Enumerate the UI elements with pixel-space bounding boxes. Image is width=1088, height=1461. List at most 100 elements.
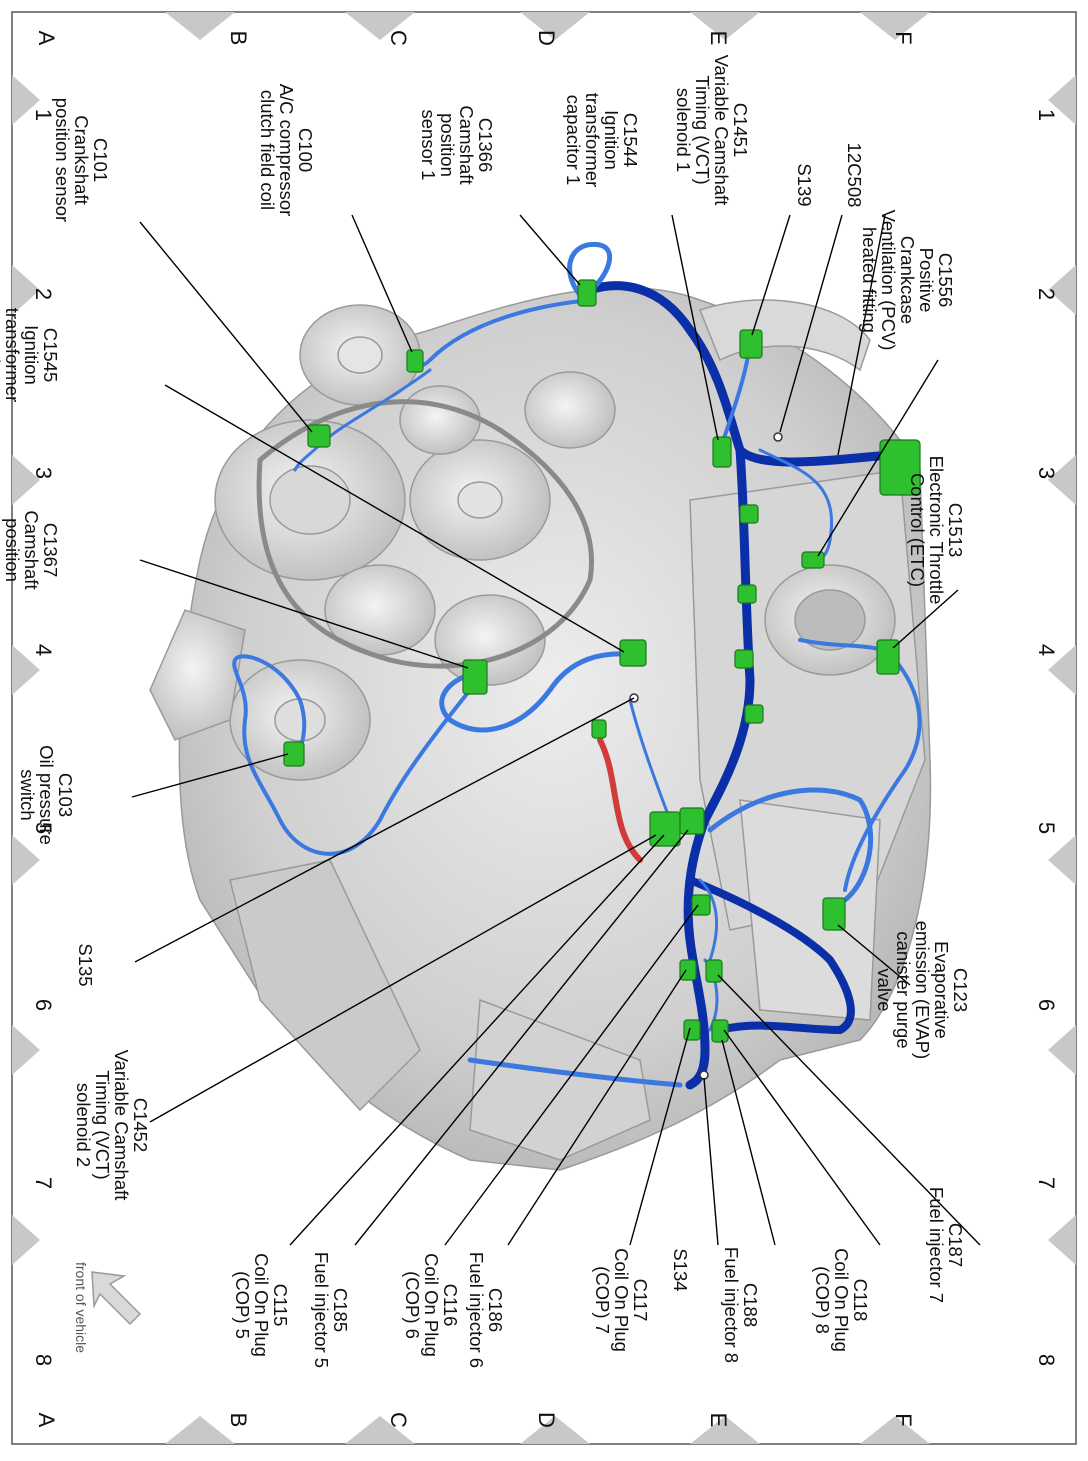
connector-c1545 (619, 639, 647, 667)
connector-c116 (691, 894, 711, 916)
label-c1366-id: C1366 (475, 117, 496, 173)
grid-col-3-top: 3 (1034, 466, 1059, 480)
connector-c187 (705, 959, 723, 983)
leader-c123 (837, 924, 911, 986)
connector-c100 (406, 349, 424, 373)
label-c117-id: C117 (630, 1278, 651, 1322)
leader-c1367 (139, 559, 469, 669)
connector-c1544 (712, 436, 732, 468)
label-c1545-id: C1545 (40, 327, 61, 383)
label-c187-name: Fuel injector 7 (926, 1186, 947, 1304)
label-c115-id: C115 (270, 1283, 291, 1327)
label-c1451-name: Variable Camshaft Timing (VCT) solenoid … (673, 54, 732, 206)
connector-intake-3 (734, 649, 754, 669)
label-c116-id: C116 (440, 1283, 461, 1327)
leader-c1513 (892, 589, 959, 649)
grid-col-2-bottom: 2 (31, 287, 56, 301)
grid-row-d-right: D (534, 1412, 559, 1428)
grid-row-a-left: A (34, 30, 59, 46)
harness-branch-oil (232, 654, 472, 856)
label-c1451-id: C1451 (730, 102, 751, 158)
leader-c115 (289, 834, 665, 1246)
grid-row-b-left: B (226, 30, 251, 46)
grid-col-6-top: 6 (1034, 998, 1059, 1012)
label-12c508-id: 12C508 (844, 142, 865, 208)
harness-branch-s135 (628, 698, 672, 822)
leader-c101 (139, 221, 313, 433)
connector-c101 (307, 424, 331, 448)
leader-c100 (351, 214, 413, 353)
zone-markers (12, 12, 1076, 1444)
harness-branch-rear (467, 1057, 683, 1088)
connector-intake-2 (737, 584, 757, 604)
grid-col-8-top: 8 (1034, 1353, 1059, 1367)
grid-row-c-right: C (386, 1412, 411, 1428)
connector-c103 (283, 741, 305, 767)
splice-s139 (773, 432, 783, 442)
label-c1367-id: C1367 (40, 522, 61, 578)
leader-c118 (723, 1029, 881, 1246)
leader-c185 (354, 829, 689, 1246)
label-c117-name: Coil On Plug (COP) 7 (592, 1248, 632, 1352)
label-c101-name: Crankshaft position sensor (52, 97, 92, 223)
grid-row-f-left: F (891, 31, 916, 45)
connector-c185 (679, 807, 705, 835)
label-c100-name: A/C compressor clutch field coil (257, 83, 297, 217)
label-c185-id: C185 (330, 1287, 351, 1333)
connector-c1513 (876, 639, 900, 675)
front-of-vehicle-label: front of vehicle (73, 1262, 89, 1354)
grid-col-7-top: 7 (1034, 1176, 1059, 1190)
label-c187-id: C187 (945, 1222, 966, 1268)
exhaust-manifold (469, 998, 651, 1161)
grid-row-b-right: B (226, 1412, 251, 1428)
label-c118-name: Coil On Plug (COP) 8 (812, 1248, 852, 1352)
leader-12c508 (837, 214, 886, 456)
label-c116-name: Coil On Plug (COP) 6 (402, 1253, 442, 1357)
leader-c1544 (671, 214, 719, 441)
harness-lower-trunk (686, 876, 855, 1034)
connector-c1451 (739, 329, 763, 359)
harness-branch-etc (798, 638, 922, 892)
leader-c1452 (149, 834, 657, 1123)
grid-col-6-bottom: 6 (31, 998, 56, 1012)
grid-col-5-top: 5 (1034, 821, 1059, 835)
oil-pan (229, 859, 421, 1112)
harness-branch-c101 (293, 368, 432, 472)
label-c1452-name: Variable Camshaft Timing (VCT) solenoid … (73, 1049, 132, 1201)
grid-col-4-bottom: 4 (31, 643, 56, 657)
label-c1513-id: C1513 (945, 502, 966, 558)
harness-branch-evap (707, 787, 874, 903)
label-c103-id: C103 (55, 772, 76, 818)
label-s135-id: S135 (75, 943, 96, 987)
connector-c186 (679, 959, 697, 981)
leader-s135 (134, 697, 635, 963)
label-c1366-name: Camshaft position sensor 1 (418, 105, 477, 185)
leader-c103 (131, 753, 289, 798)
grid-row-e-left: E (706, 30, 731, 46)
connector-c118 (711, 1019, 729, 1043)
leader-c1366 (519, 214, 581, 286)
grid-row-c-left: C (386, 30, 411, 46)
leader-c116 (444, 904, 699, 1246)
leader-s134 (703, 1077, 719, 1246)
grid-row-e-right: E (706, 1412, 731, 1428)
idler-pulley-2 (524, 371, 616, 449)
label-c1513-name: Electronic Throttle Control (ETC) (907, 455, 947, 605)
grid-row-a-right: A (34, 1412, 59, 1428)
grid-col-3-bottom: 3 (31, 466, 56, 480)
connector-s135-tap (591, 719, 607, 739)
label-c101-id: C101 (90, 137, 111, 183)
label-c1545-name: Ignition transformer capacitor 2 (0, 307, 42, 403)
label-c1556-id: C1556 (935, 252, 956, 308)
